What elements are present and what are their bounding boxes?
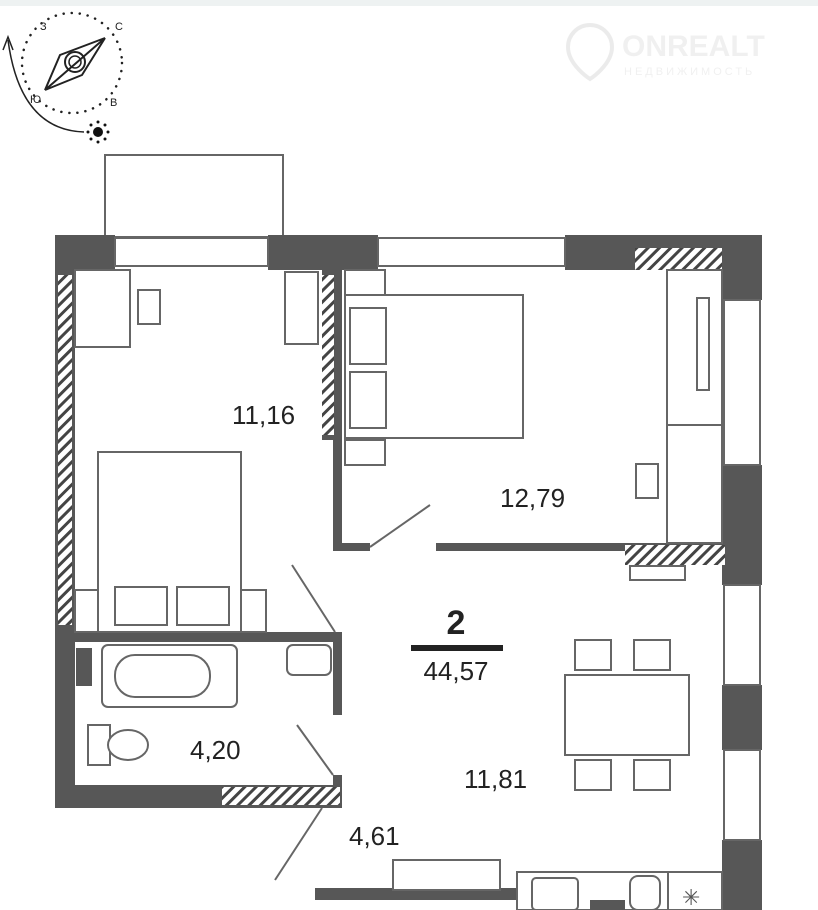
compass-needle-icon xyxy=(44,37,106,91)
desk-left xyxy=(74,269,131,348)
compass-north: С xyxy=(115,21,123,33)
room-area-bathroom: 4,20 xyxy=(190,735,241,765)
kitchen-sink-icon xyxy=(531,877,579,910)
compass: З С Ю В xyxy=(2,11,124,144)
chair-icon xyxy=(635,463,659,499)
total-area: 44,57 xyxy=(423,656,488,686)
divider xyxy=(411,645,503,651)
rooms-count: 2 xyxy=(447,604,466,642)
radiator-icon xyxy=(284,271,319,345)
tv-icon xyxy=(696,297,710,391)
room-area-bedroom-right: 12,79 xyxy=(500,483,565,513)
room-area-hallway: 4,61 xyxy=(349,821,400,851)
brand-logo-icon xyxy=(565,22,615,82)
watermark: ONREALT НЕДВИЖИМОСТЬ xyxy=(565,22,765,82)
sun-path-arrow-icon xyxy=(7,39,85,133)
watermark-brand: ONREALT xyxy=(622,30,765,63)
doors xyxy=(274,504,431,881)
dining-table xyxy=(564,674,690,756)
fridge-snowflake-icon: ✳ xyxy=(682,886,700,910)
furniture: ✳ xyxy=(74,269,723,910)
watermark-tagline: НЕДВИЖИМОСТЬ xyxy=(624,66,755,78)
chair-icon xyxy=(137,289,161,325)
balcony xyxy=(104,154,284,238)
stove-icon xyxy=(629,875,661,910)
top-strip xyxy=(0,0,818,6)
radiator-icon xyxy=(392,859,501,891)
sink-icon xyxy=(286,644,332,676)
toilet-icon xyxy=(87,724,111,766)
sun-icon xyxy=(86,120,110,144)
compass-south: Ю xyxy=(30,94,41,106)
room-area-bedroom-left: 11,16 xyxy=(232,400,295,430)
compass-east: В xyxy=(110,97,117,109)
room-area-kitchen-living: 11,81 xyxy=(464,764,527,794)
desk-right xyxy=(666,269,723,426)
walls xyxy=(55,235,762,910)
compass-west: З xyxy=(40,21,47,33)
tv-kitchen-icon xyxy=(629,565,686,581)
compass-dotted-ring xyxy=(20,11,124,115)
